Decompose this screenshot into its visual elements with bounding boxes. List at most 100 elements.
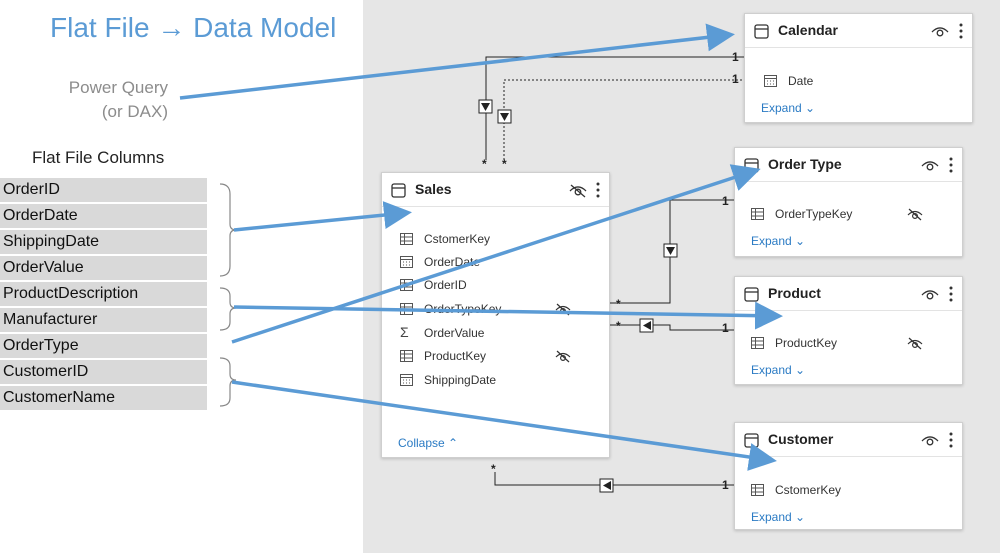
hidden-eye-icon[interactable]	[907, 208, 923, 221]
cardinality-many: *	[502, 157, 507, 171]
field-name: OrderValue	[424, 326, 485, 340]
table-icon	[744, 287, 759, 302]
table-order-type[interactable]: Order Type OrderTypeKey Expand ⌄	[734, 147, 963, 257]
hidden-eye-icon[interactable]	[907, 337, 923, 350]
table-name: Order Type	[768, 156, 842, 172]
table-name: Product	[768, 285, 821, 301]
cardinality-one: 1	[732, 50, 739, 64]
page-title: Flat File → Data Model	[50, 12, 337, 43]
field-name: ShippingDate	[424, 373, 497, 387]
table-icon	[744, 158, 759, 173]
chevron-down-icon: ⌄	[795, 234, 806, 248]
cardinality-many: *	[491, 462, 496, 476]
field-name: OrderID	[424, 278, 467, 292]
calendar-field-icon	[764, 75, 777, 87]
flat-file-column-list: OrderID OrderDate ShippingDate OrderValu…	[0, 178, 207, 412]
collapse-link[interactable]: Collapse ⌃	[398, 436, 458, 450]
flat-file-column: OrderValue	[0, 256, 207, 280]
visibility-eye-icon[interactable]	[931, 25, 949, 39]
field-row[interactable]: OrderTypeKey	[751, 205, 941, 223]
table-header: Customer	[735, 423, 962, 457]
hidden-eye-icon[interactable]	[555, 350, 571, 363]
field-row[interactable]: ProductKey	[751, 334, 941, 352]
field-name: CstomerKey	[424, 232, 491, 246]
expand-label: Expand	[751, 234, 792, 248]
flat-file-column: OrderType	[0, 334, 207, 358]
flat-file-column: ProductDescription	[0, 282, 207, 306]
field-name: OrderTypeKey	[775, 207, 853, 221]
sigma-icon: Σ	[400, 324, 409, 340]
table-header: Sales	[382, 173, 609, 207]
power-query-line1: Power Query	[68, 78, 168, 97]
hidden-eye-icon[interactable]	[555, 303, 571, 316]
table-name: Sales	[415, 181, 452, 197]
hidden-eye-icon[interactable]	[569, 184, 587, 198]
table-field-icon	[751, 208, 764, 220]
cardinality-one: 1	[722, 321, 729, 335]
expand-link[interactable]: Expand ⌄	[751, 363, 805, 377]
braces	[219, 183, 237, 407]
field-name: ProductKey	[424, 349, 487, 363]
cardinality-many: *	[616, 297, 621, 311]
table-icon	[744, 433, 759, 448]
cardinality-many: *	[482, 157, 487, 171]
brace-order	[219, 183, 237, 277]
table-field-icon	[400, 303, 413, 315]
more-options-icon[interactable]	[948, 431, 954, 449]
expand-label: Expand	[751, 510, 792, 524]
cardinality-many: *	[616, 319, 621, 333]
expand-link[interactable]: Expand ⌄	[751, 234, 805, 248]
flat-file-column: OrderID	[0, 178, 207, 202]
power-query-line2: (or DAX)	[101, 102, 168, 121]
chevron-down-icon: ⌄	[795, 510, 806, 524]
cardinality-one: 1	[722, 478, 729, 492]
table-name: Customer	[768, 431, 834, 447]
chevron-down-icon: ⌄	[795, 363, 806, 377]
flat-file-column: CustomerID	[0, 360, 207, 384]
field-row[interactable]: ProductKey	[400, 347, 590, 365]
field-name: CstomerKey	[775, 483, 842, 497]
expand-label: Expand	[751, 363, 792, 377]
table-field-icon	[751, 484, 764, 496]
flat-file-column: ShippingDate	[0, 230, 207, 254]
field-row[interactable]: OrderTypeKey	[400, 300, 590, 318]
table-sales[interactable]: Sales CstomerKey OrderDate OrderID Order…	[381, 172, 610, 458]
more-options-icon[interactable]	[948, 156, 954, 174]
more-options-icon[interactable]	[948, 285, 954, 303]
table-icon	[391, 183, 406, 198]
field-name: OrderTypeKey	[424, 302, 502, 316]
cardinality-one: 1	[732, 72, 739, 86]
flat-file-column: CustomerName	[0, 386, 207, 410]
field-name: OrderDate	[424, 255, 481, 269]
more-options-icon[interactable]	[958, 22, 964, 40]
chevron-down-icon: ⌄	[805, 101, 816, 115]
table-calendar[interactable]: Calendar Date Expand ⌄	[744, 13, 973, 123]
more-options-icon[interactable]	[595, 181, 601, 199]
table-field-icon	[400, 350, 413, 362]
expand-link[interactable]: Expand ⌄	[751, 510, 805, 524]
power-query-label: Power Query (or DAX)	[20, 76, 168, 124]
field-name: ProductKey	[775, 336, 838, 350]
field-name: Date	[788, 74, 814, 88]
flat-file-column: Manufacturer	[0, 308, 207, 332]
table-product[interactable]: Product ProductKey Expand ⌄	[734, 276, 963, 385]
table-icon	[754, 24, 769, 39]
brace-customer	[219, 357, 237, 407]
visibility-eye-icon[interactable]	[921, 159, 939, 173]
visibility-eye-icon[interactable]	[921, 288, 939, 302]
table-field-icon	[400, 279, 413, 291]
visibility-eye-icon[interactable]	[921, 434, 939, 448]
table-name: Calendar	[778, 22, 838, 38]
collapse-label: Collapse	[398, 436, 445, 450]
table-header: Calendar	[745, 14, 972, 48]
expand-label: Expand	[761, 101, 802, 115]
calendar-field-icon	[400, 374, 413, 386]
table-field-icon	[400, 233, 413, 245]
cardinality-one: 1	[722, 194, 729, 208]
expand-link[interactable]: Expand ⌄	[761, 101, 815, 115]
flat-file-title: Flat File Columns	[32, 148, 165, 167]
table-field-icon	[751, 337, 764, 349]
flat-file-column: OrderDate	[0, 204, 207, 228]
table-header: Order Type	[735, 148, 962, 182]
table-customer[interactable]: Customer CstomerKey Expand ⌄	[734, 422, 963, 530]
